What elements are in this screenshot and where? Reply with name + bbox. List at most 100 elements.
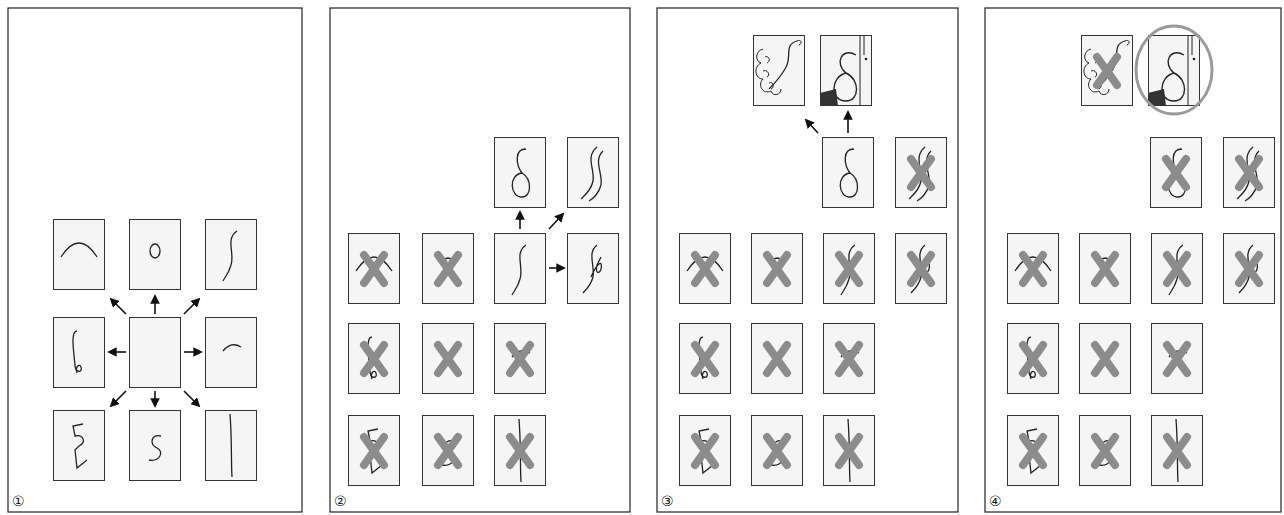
card xyxy=(349,416,400,486)
card xyxy=(824,234,875,304)
drawing xyxy=(1084,40,1129,94)
sketch xyxy=(840,149,857,197)
card xyxy=(896,138,947,208)
drawing xyxy=(1148,35,1195,106)
sketch xyxy=(73,424,87,468)
card xyxy=(1080,324,1131,394)
panel-frame xyxy=(8,8,302,512)
card xyxy=(824,324,875,394)
arrow xyxy=(519,212,521,229)
card xyxy=(896,234,947,304)
card xyxy=(568,138,619,208)
card xyxy=(680,416,731,486)
sketch xyxy=(61,243,97,257)
card xyxy=(349,324,400,394)
card xyxy=(821,36,872,106)
panel-frame xyxy=(657,8,958,512)
card xyxy=(754,36,805,106)
card xyxy=(1008,324,1059,394)
card xyxy=(823,138,874,208)
card xyxy=(680,324,731,394)
reject-mark xyxy=(695,255,715,283)
sketch xyxy=(909,147,931,201)
card xyxy=(206,318,257,388)
card xyxy=(824,416,875,486)
reject-mark xyxy=(839,437,859,465)
reject-mark xyxy=(1023,437,1043,465)
reject-mark xyxy=(1095,345,1115,373)
card xyxy=(752,416,803,486)
sketch-cards xyxy=(54,220,257,481)
card xyxy=(752,324,803,394)
reject-mark xyxy=(438,345,458,373)
sketch-cards xyxy=(680,35,947,486)
card xyxy=(1152,234,1203,304)
card xyxy=(495,234,546,304)
sketch xyxy=(223,345,241,351)
card xyxy=(206,220,257,290)
card xyxy=(1152,324,1203,394)
card xyxy=(495,138,546,208)
card xyxy=(495,324,546,394)
reject-mark xyxy=(510,345,530,373)
panel-frame xyxy=(330,8,630,512)
reject-mark xyxy=(1167,255,1187,283)
reject-mark xyxy=(1167,437,1187,465)
card xyxy=(680,234,731,304)
reject-mark xyxy=(1167,345,1187,373)
card xyxy=(130,220,181,290)
sketch xyxy=(512,149,529,197)
reject-mark xyxy=(438,255,458,283)
card xyxy=(1008,416,1059,486)
card xyxy=(130,411,181,481)
card xyxy=(54,220,105,290)
reject-mark xyxy=(695,437,715,465)
panel-number: ③ xyxy=(661,493,674,509)
arrow xyxy=(806,120,818,133)
arrows xyxy=(109,296,201,406)
reject-mark xyxy=(1095,255,1115,283)
card xyxy=(54,318,105,388)
sketch xyxy=(149,436,161,461)
arrow xyxy=(184,299,199,314)
reject-mark xyxy=(839,345,859,373)
reject-mark xyxy=(364,345,384,373)
arrow xyxy=(184,351,201,353)
card xyxy=(423,416,474,486)
sketch xyxy=(512,245,526,295)
arrows xyxy=(806,112,848,133)
reject-mark xyxy=(1166,159,1186,187)
arrow xyxy=(184,391,199,406)
card xyxy=(1008,234,1059,304)
reject-mark xyxy=(1023,255,1043,283)
reject-mark xyxy=(767,437,787,465)
sketch xyxy=(230,414,232,477)
card xyxy=(130,318,181,388)
reject-mark xyxy=(695,345,715,373)
reject-mark xyxy=(839,255,859,283)
reject-mark xyxy=(1097,57,1117,85)
drawing xyxy=(756,40,801,94)
arrow xyxy=(111,299,126,314)
sketch xyxy=(150,244,160,258)
reject-mark xyxy=(438,437,458,465)
card xyxy=(423,234,474,304)
panel-number: ④ xyxy=(989,493,1002,509)
reject-mark xyxy=(364,255,384,283)
reject-mark xyxy=(767,255,787,283)
reject-mark xyxy=(1095,437,1115,465)
sketch-cards xyxy=(349,138,619,486)
card xyxy=(568,234,619,304)
card xyxy=(423,324,474,394)
sketch xyxy=(73,331,81,373)
panel-frame xyxy=(8,8,1281,512)
reject-mark xyxy=(911,255,931,283)
reject-mark xyxy=(911,159,931,187)
card xyxy=(1152,416,1203,486)
card xyxy=(349,234,400,304)
arrows xyxy=(520,212,564,268)
arrow xyxy=(154,391,156,406)
sketch xyxy=(581,147,603,201)
reject-mark xyxy=(510,437,530,465)
